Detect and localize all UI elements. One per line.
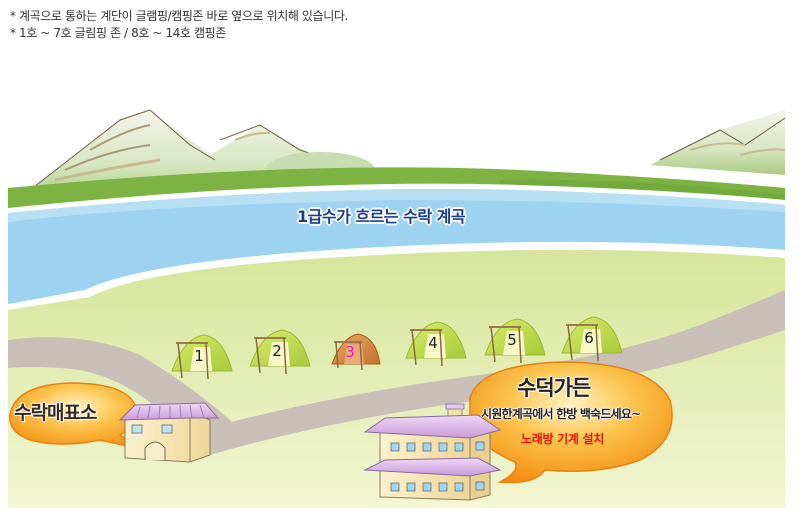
notes: * 계곡으로 통하는 계단이 글램핑/캠핑존 바로 옆으로 위치해 있습니다. … — [10, 8, 348, 42]
restaurant-karaoke: 노래방 기계 설치 — [521, 432, 604, 446]
tent-5 — [484, 318, 546, 364]
tent-number-3[interactable]: 3 — [345, 343, 355, 361]
river-label: 1급수가 흐르는 수락 계곡 — [297, 207, 466, 226]
ticket-office-label[interactable]: 수락매표소 — [14, 402, 97, 424]
tent-number-4[interactable]: 4 — [428, 334, 438, 352]
tent-number-1[interactable]: 1 — [194, 347, 204, 365]
river — [8, 183, 785, 310]
garden-building — [363, 403, 502, 501]
restaurant-name[interactable]: 수덕가든 — [517, 376, 591, 400]
note-stairs: * 계곡으로 통하는 계단이 글램핑/캠핑존 바로 옆으로 위치해 있습니다. — [10, 9, 348, 23]
garden-bubble — [469, 361, 673, 484]
tent-number-2[interactable]: 2 — [272, 342, 282, 360]
tent-number-5[interactable]: 5 — [507, 331, 517, 349]
tent-number-6[interactable]: 6 — [584, 329, 594, 347]
note-zones: * 1호 ~ 7호 글림핑 존 / 8호 ~ 14호 캠핑존 — [10, 26, 226, 40]
tents — [171, 316, 623, 380]
restaurant-subtitle: 시원한계곡에서 한방 백숙드세요~ — [481, 407, 641, 421]
tent-4 — [405, 321, 467, 367]
tent-3 — [331, 333, 381, 371]
tent-6 — [561, 316, 623, 362]
tent-2 — [249, 329, 311, 375]
ticket-office-building — [118, 402, 220, 463]
tent-1 — [171, 334, 233, 380]
